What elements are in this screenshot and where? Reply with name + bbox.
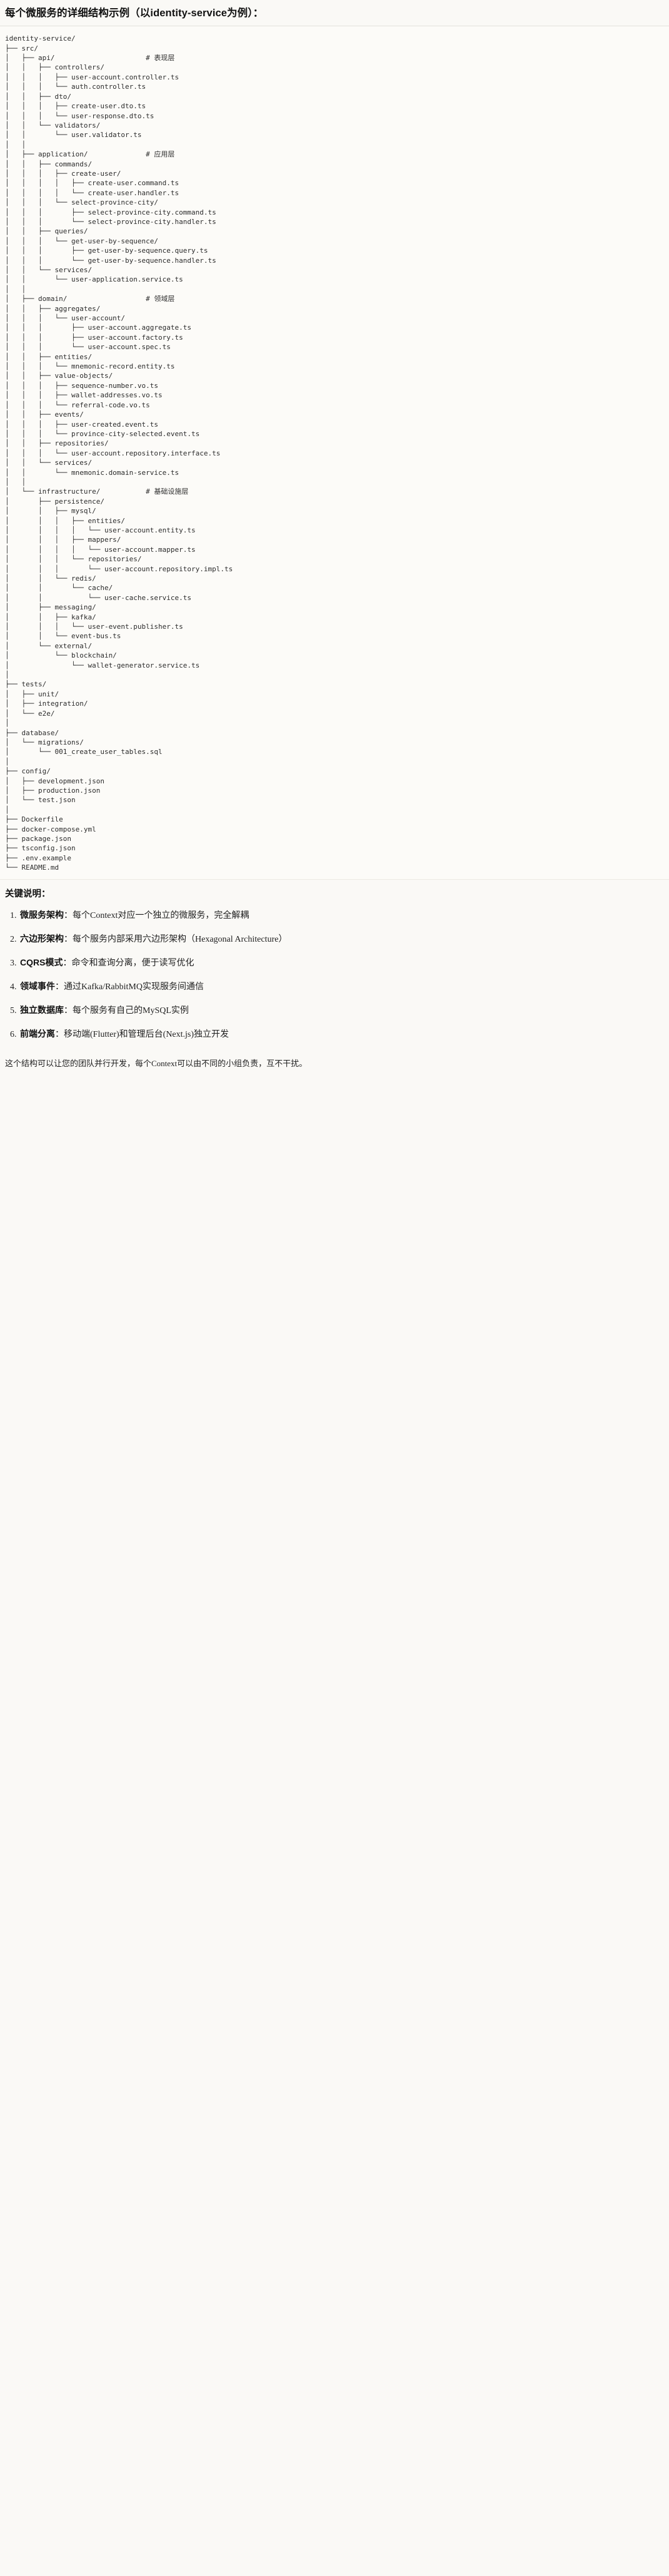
note-description: 每个服务内部采用六边形架构（Hexagonal Architecture） xyxy=(73,935,288,945)
key-notes-title: 关键说明： xyxy=(5,888,51,899)
note-separator: ： xyxy=(63,959,72,969)
directory-tree: identity-service/ ├── src/ │ ├── api/ # … xyxy=(5,34,233,872)
list-item: 微服务架构：每个Context对应一个独立的微服务，完全解耦 xyxy=(19,909,664,922)
directory-tree-block: identity-service/ ├── src/ │ ├── api/ # … xyxy=(0,26,669,880)
note-separator: ： xyxy=(64,1006,73,1016)
note-separator: ： xyxy=(64,935,73,945)
note-description: 命令和查询分离，便于读写优化 xyxy=(71,959,194,969)
note-term: 领域事件 xyxy=(20,981,55,992)
document-page: 每个微服务的详细结构示例（以identity-service为例）： ident… xyxy=(0,0,669,1081)
note-description: 通过Kafka/RabbitMQ实现服务间通信 xyxy=(64,982,204,992)
note-separator: ： xyxy=(64,911,73,921)
note-description: 移动端(Flutter)和管理后台(Next.js)独立开发 xyxy=(64,1030,229,1040)
note-description: 每个Context对应一个独立的微服务，完全解耦 xyxy=(73,911,249,921)
list-item: 独立数据库：每个服务有自己的MySQL实例 xyxy=(19,1004,664,1017)
list-item: 前端分离：移动端(Flutter)和管理后台(Next.js)独立开发 xyxy=(19,1027,664,1041)
note-term: 六边形架构 xyxy=(20,934,64,944)
list-item: 六边形架构：每个服务内部采用六边形架构（Hexagonal Architectu… xyxy=(19,932,664,946)
note-separator: ： xyxy=(55,1030,64,1040)
list-item: CQRS模式：命令和查询分离，便于读写优化 xyxy=(19,956,664,970)
key-notes-list: 微服务架构：每个Context对应一个独立的微服务，完全解耦 六边形架构：每个服… xyxy=(5,909,664,1041)
page-title: 每个微服务的详细结构示例（以identity-service为例）： xyxy=(5,8,264,19)
closing-paragraph: 这个结构可以让您的团队并行开发，每个Context可以由不同的小组负责，互不干扰… xyxy=(5,1059,308,1069)
note-description: 每个服务有自己的MySQL实例 xyxy=(73,1006,189,1016)
list-item: 领域事件：通过Kafka/RabbitMQ实现服务间通信 xyxy=(19,980,664,994)
note-term: CQRS模式 xyxy=(20,957,63,968)
note-separator: ： xyxy=(55,982,64,992)
note-term: 前端分离 xyxy=(20,1029,55,1039)
key-notes-section: 关键说明： 微服务架构：每个Context对应一个独立的微服务，完全解耦 六边形… xyxy=(0,880,669,1054)
note-term: 独立数据库 xyxy=(20,1005,64,1016)
note-term: 微服务架构 xyxy=(20,910,64,920)
